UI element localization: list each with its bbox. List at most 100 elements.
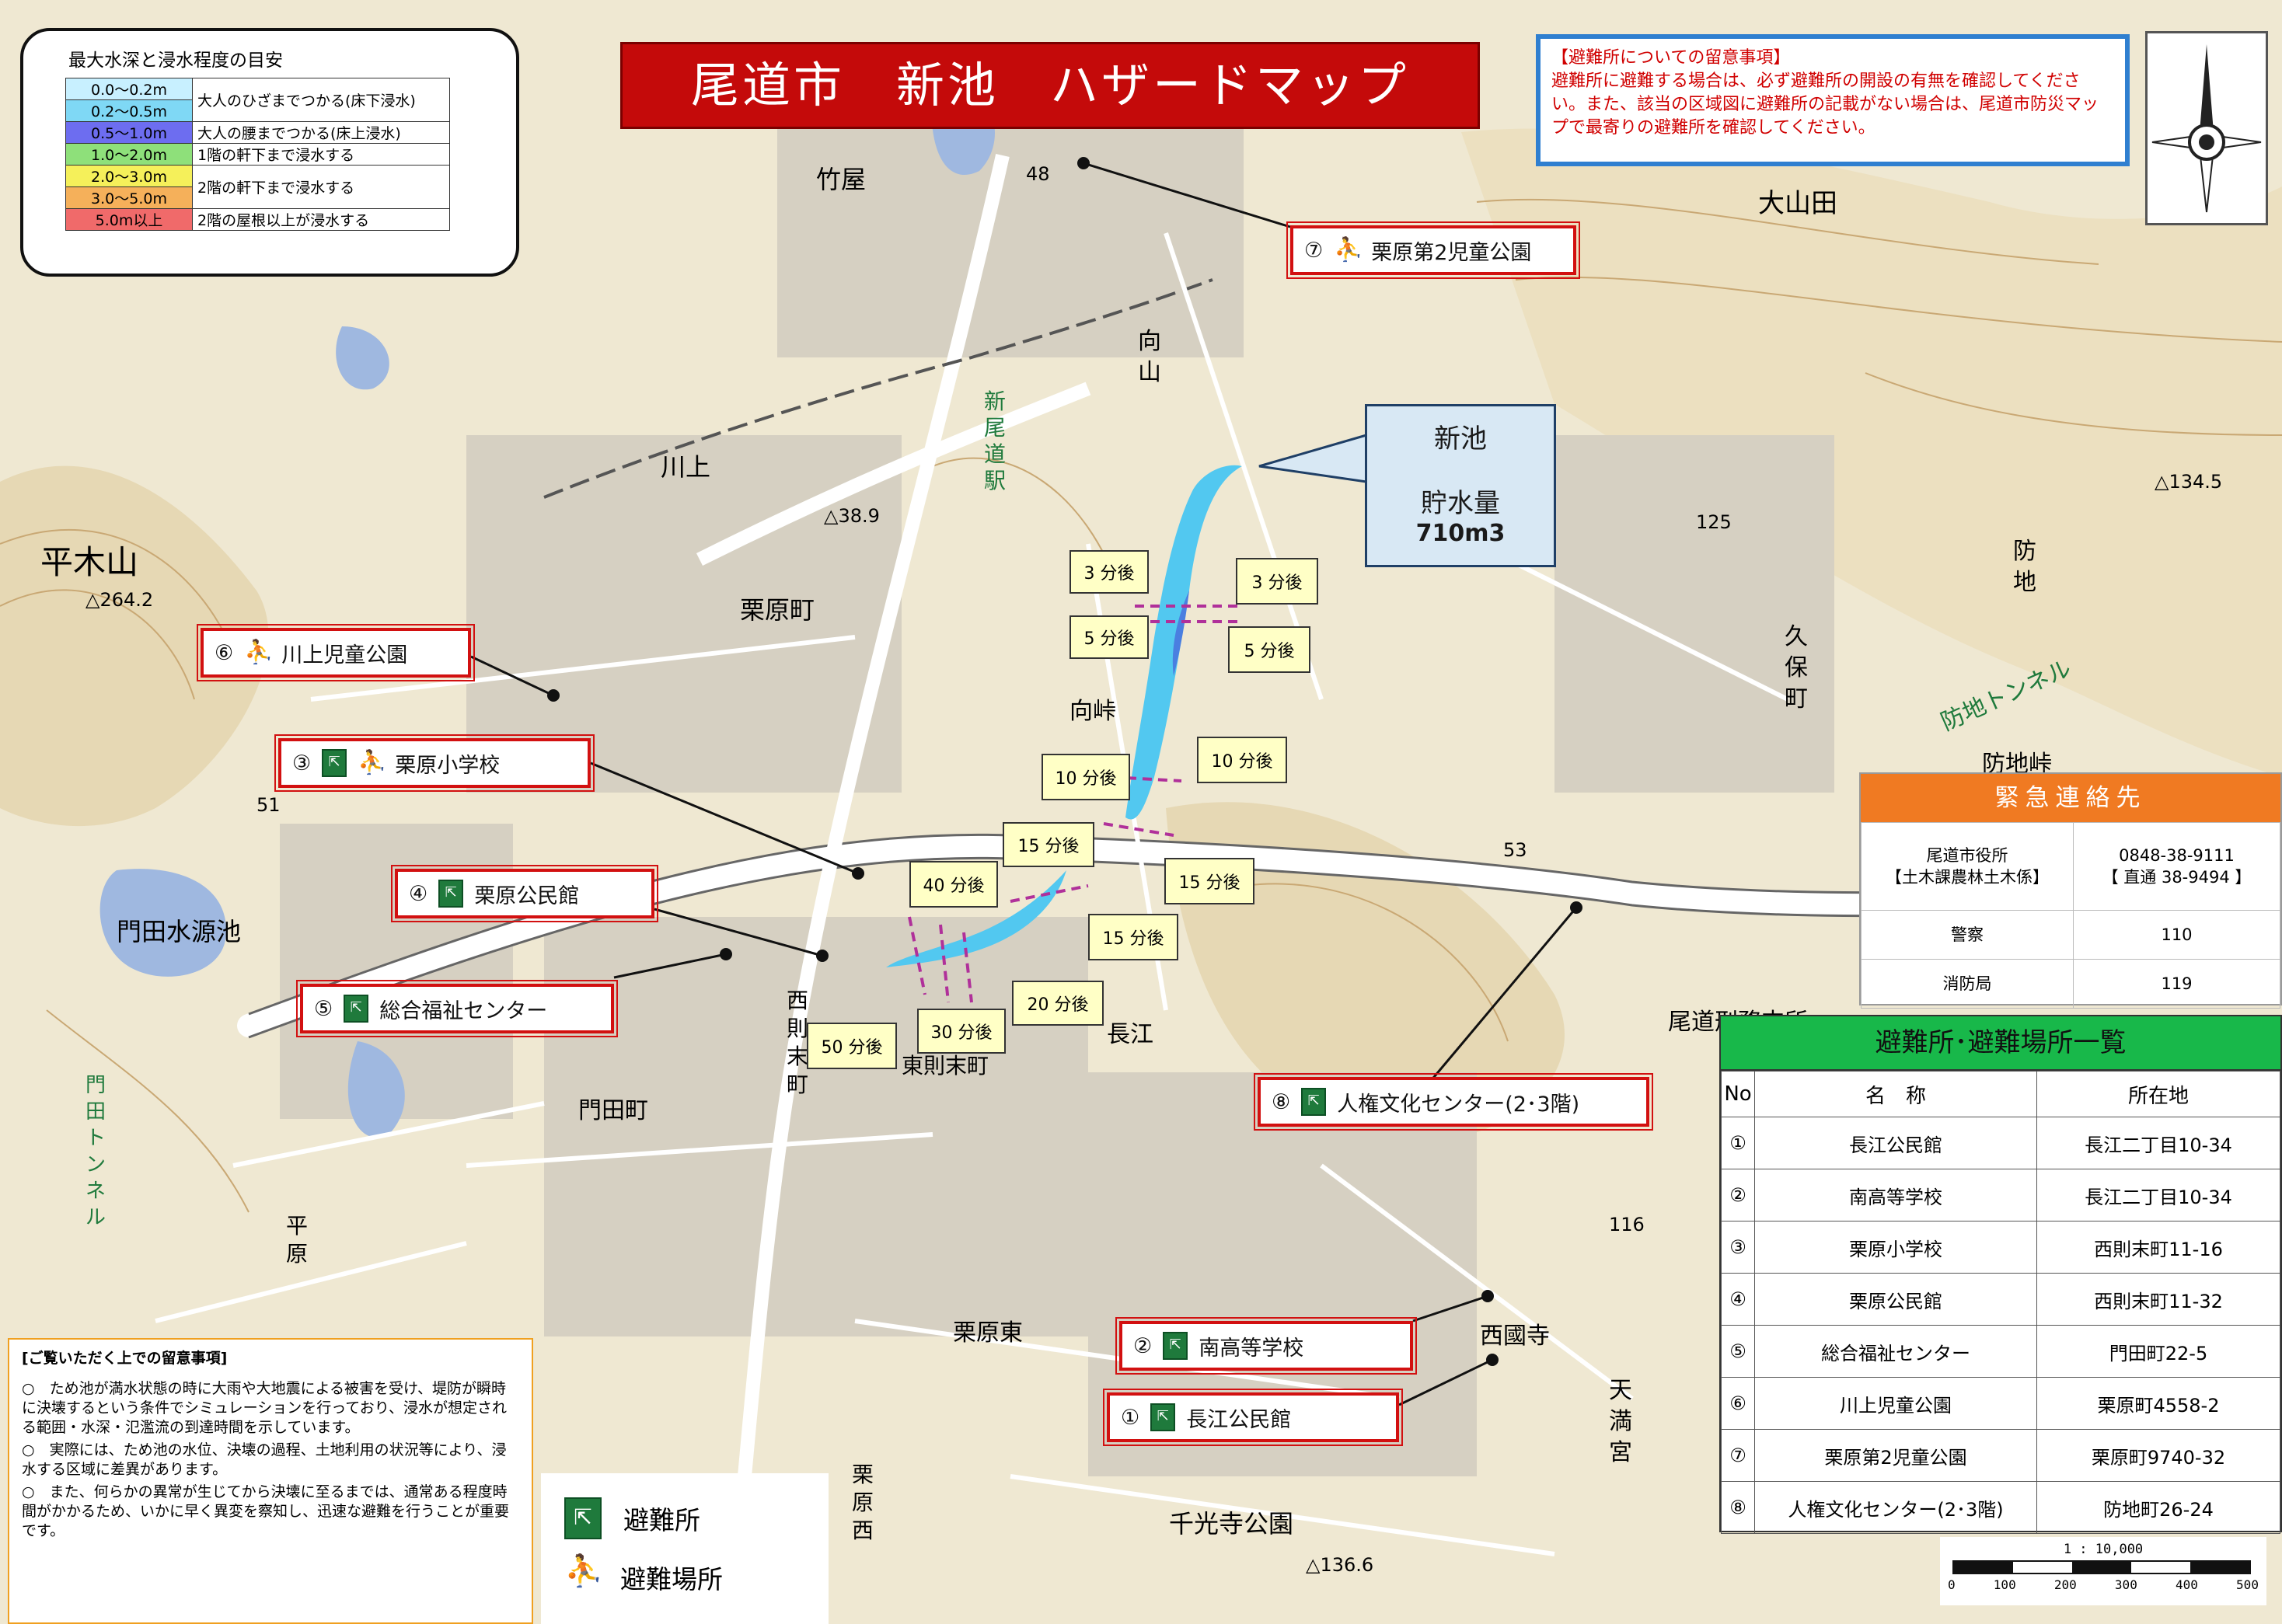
facility-label-5[interactable]: ⑤ ⇱ 総合福祉センター [296, 980, 618, 1037]
shelter-name: 栗原公民館 [1754, 1273, 2037, 1326]
north-compass [2145, 31, 2268, 225]
notice-title: 【避難所についての留意事項】 [1551, 48, 1791, 68]
notice-body: 避難所に避難する場合は、必ず避難所の開設の有無を確認してください。また、該当の区… [1551, 71, 2099, 138]
scale-tick: 300 [2114, 1577, 2137, 1592]
place-name: 長江 [1107, 1021, 1153, 1048]
emergency-name: 尾道市役所 【土木課農林土木係】 [1861, 822, 2074, 911]
facility-name: 栗原小学校 [395, 753, 501, 778]
elevation-mark: △38.9 [824, 505, 880, 527]
legend-range: 3.0～5.0m [65, 186, 193, 209]
place-name: 栗原東 [953, 1319, 1023, 1347]
shelter-icon: ⇱ [1163, 1332, 1188, 1360]
note-item: ○ ため池が満水状態の時に大雨や大地震による被害を受け、堤防が瞬時に決壊するとい… [22, 1380, 507, 1436]
pond-volume: 710m3 [1415, 520, 1506, 547]
column-header: 所在地 [2036, 1071, 2280, 1117]
table-row[interactable]: ③ 栗原小学校 西則末町11-16 [1721, 1221, 2280, 1274]
shelter-address: 西則末町11-32 [2036, 1273, 2280, 1326]
scale-graduation [1952, 1560, 2251, 1574]
map-title: 尾道市 新池 ハザードマップ [620, 42, 1480, 129]
facility-label-2[interactable]: ② ⇱ 南高等学校 [1115, 1317, 1417, 1375]
emergency-table: 尾道市役所 【土木課農林土木係】 0848-38-9111 【 直通 38-94… [1861, 822, 2280, 1009]
table-row[interactable]: ④ 栗原公民館 西則末町11-32 [1721, 1273, 2280, 1326]
facility-number: ③ [292, 751, 312, 775]
facility-number: ② [1133, 1333, 1153, 1358]
place-name-mountain: 平木山 [40, 543, 139, 581]
note-item: ○ また、何らかの異常が生じてから決壊に至るまでは、通常ある程度時間がかかるため… [22, 1483, 510, 1539]
elevation-mark: △264.2 [85, 589, 154, 611]
shelter-address: 長江二丁目10-34 [2036, 1169, 2280, 1221]
facility-name: 栗原第2児童公園 [1371, 240, 1532, 265]
shelter-name: 川上児童公園 [1754, 1377, 2037, 1430]
column-header: No [1721, 1071, 1755, 1117]
legend-desc: 大人の腰までつかる(床上浸水) [192, 121, 450, 144]
emergency-name: 警察 [1861, 910, 2074, 960]
evacuation-place-icon: ⛹ [564, 1553, 603, 1589]
scale-ratio: 1 : 10,000 [2063, 1542, 2144, 1557]
scale-tick: 100 [1993, 1577, 2016, 1592]
elevation-mark: △134.5 [2155, 471, 2223, 493]
arrival-time-tag: 15 分後 [1088, 914, 1178, 960]
facility-label-3[interactable]: ③ ⇱ ⛹ 栗原小学校 [274, 734, 595, 792]
facility-label-1[interactable]: ① ⇱ 長江公民館 [1103, 1389, 1403, 1446]
shelter-address: 栗原町4558-2 [2036, 1377, 2280, 1430]
elevation-mark: △136.6 [1306, 1554, 1374, 1576]
legend-desc: 大人のひざまでつかる(床下浸水) [192, 78, 450, 122]
table-row[interactable]: ⑦ 栗原第2児童公園 栗原町9740-32 [1721, 1429, 2280, 1482]
place-name: 西則末町 [787, 988, 809, 1097]
arrival-time-tag: 3 分後 [1236, 558, 1318, 605]
scale-tick: 0 [1948, 1577, 1956, 1592]
legend-desc: 2階の軒下まで浸水する [192, 165, 450, 209]
table-row[interactable]: ⑧ 人権文化センター(2･3階) 防地町26-24 [1721, 1481, 2280, 1534]
legend-range: 1.0～2.0m [65, 143, 193, 166]
emergency-tel[interactable]: 119 [2073, 959, 2280, 1009]
table-row[interactable]: ① 長江公民館 長江二丁目10-34 [1721, 1117, 2280, 1169]
legend-desc: 2階の屋根以上が浸水する [192, 208, 450, 231]
arrival-time-tag: 5 分後 [1228, 626, 1310, 673]
leader-dots [547, 157, 1582, 1366]
legend-title: 最大水深と浸水程度の目安 [68, 51, 283, 71]
facility-name: 栗原公民館 [474, 883, 580, 908]
place-name: 栗原西 [852, 1462, 874, 1543]
shelter-list: 避難所･避難場所一覧 No 名 称 所在地 ① 長江公民館 長江二丁目10-34… [1719, 1015, 2282, 1534]
table-row[interactable]: ⑤ 総合福祉センター 門田町22-5 [1721, 1325, 2280, 1378]
minor-roads [155, 232, 1789, 1556]
arrival-time-tag: 3 分後 [1069, 550, 1149, 594]
arrival-time-tag: 30 分後 [917, 1009, 1006, 1054]
emergency-title: 緊急連絡先 [1861, 774, 2280, 822]
railway [543, 278, 1213, 499]
legend-range: 0.5～1.0m [65, 121, 193, 144]
shelter-no: ④ [1721, 1273, 1755, 1326]
shelter-address: 門田町22-5 [2036, 1325, 2280, 1378]
hill-area [1166, 802, 1565, 1141]
shelter-no: ⑥ [1721, 1377, 1755, 1430]
place-name-pond: 門田水源池 [117, 917, 242, 946]
facility-number: ⑧ [1272, 1089, 1291, 1114]
facility-label-8[interactable]: ⑧ ⇱ 人権文化センター(2･3階) [1254, 1073, 1653, 1131]
table-row[interactable]: ② 南高等学校 長江二丁目10-34 [1721, 1169, 2280, 1221]
facility-label-7[interactable]: ⑦ ⛹ 栗原第2児童公園 [1286, 221, 1580, 279]
arrival-time-tag: 5 分後 [1069, 615, 1149, 659]
shelter-name: 人権文化センター(2･3階) [1754, 1481, 2037, 1534]
facility-name: 南高等学校 [1199, 1336, 1304, 1361]
notes-title: [ご覧いただく上での留意事項] [22, 1350, 228, 1367]
legend-table: 0.0～0.2m 大人のひざまでつかる(床下浸水) 0.2～0.5m 0.5～1… [65, 78, 450, 231]
facility-number: ⑤ [314, 996, 333, 1021]
emergency-tel[interactable]: 110 [2073, 910, 2280, 960]
facility-label-6[interactable]: ⑥ ⛹ 川上児童公園 [197, 624, 475, 681]
pond [336, 326, 389, 390]
depth-legend: 最大水深と浸水程度の目安 0.0～0.2m 大人のひざまでつかる(床下浸水) 0… [20, 28, 519, 277]
compass-icon [2151, 44, 2262, 213]
scale-tick: 400 [2175, 1577, 2198, 1592]
emergency-tel[interactable]: 0848-38-9111 【 直通 38-9494 】 [2073, 822, 2280, 911]
place-name: 天満宮 [1609, 1377, 1632, 1466]
pond-name: 新池 [1434, 423, 1487, 455]
facility-label-4[interactable]: ④ ⇱ 栗原公民館 [391, 865, 658, 922]
hill-area [0, 465, 269, 827]
table-row[interactable]: ⑥ 川上児童公園 栗原町4558-2 [1721, 1377, 2280, 1430]
inundation-area [886, 465, 1242, 967]
shelter-name: 長江公民館 [1754, 1117, 2037, 1169]
scale-bar: 1 : 10,000 0 100 200 300 400 500 [1940, 1537, 2266, 1605]
legend-range: 0.0～0.2m [65, 78, 193, 100]
pond [347, 1041, 405, 1138]
place-name: 東則末町 [902, 1053, 989, 1079]
